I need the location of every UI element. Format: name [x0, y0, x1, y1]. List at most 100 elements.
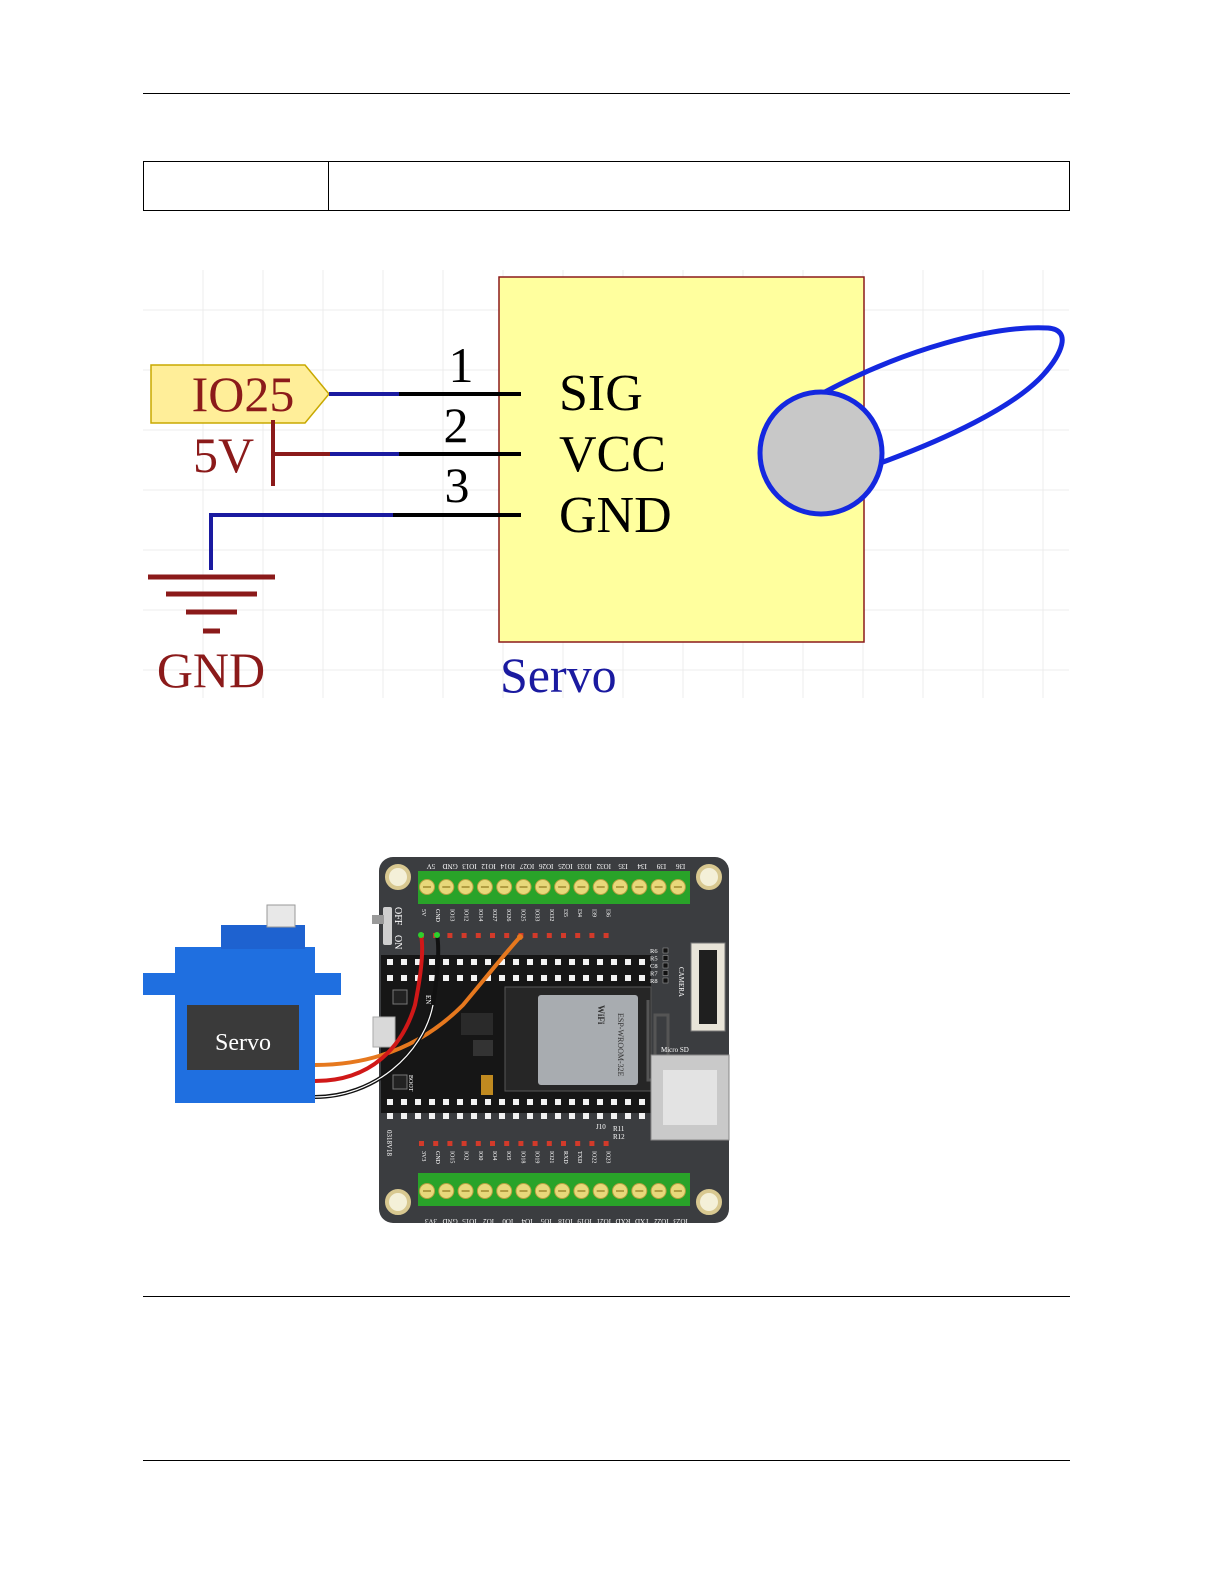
mount-hole-bl: [385, 1189, 411, 1215]
mount-hole-tr: [696, 864, 722, 890]
boot-label: BOOT: [407, 1075, 413, 1092]
devkit-pin: [471, 1099, 477, 1105]
header-pin: [561, 1141, 566, 1146]
terminal-label: IO32: [596, 862, 611, 870]
pin-label: I34: [576, 909, 582, 917]
devkit-regulator: [461, 1013, 493, 1035]
servo-output-shaft: [266, 904, 296, 928]
power-switch-knob[interactable]: [372, 915, 384, 924]
header-pin: [475, 1141, 481, 1146]
header-pin: [546, 933, 552, 938]
resistor-label: R5: [650, 956, 658, 963]
header-pin: [490, 1141, 495, 1146]
header-pin: [490, 933, 495, 938]
devkit-pin: [499, 1113, 505, 1119]
table-cell-left: [144, 162, 329, 210]
devkit-pin: [457, 1099, 463, 1105]
bottom-terminal-screws: [419, 1183, 686, 1199]
terminal-label: IO26: [539, 862, 554, 870]
footer-rule: [143, 1460, 1070, 1461]
pin-2-name: VCC: [559, 426, 666, 483]
devkit-pin: [457, 959, 463, 965]
devkit-pin: [387, 959, 393, 965]
devkit-cap: [481, 1075, 493, 1095]
terminal-label: GND: [443, 862, 458, 870]
pin-label: IO33: [534, 909, 540, 921]
wire-gnd: [209, 513, 393, 570]
pin-label: IO12: [463, 909, 469, 921]
wire-end-ground: [434, 932, 440, 938]
devkit-pin: [429, 959, 435, 965]
top-terminal-screws: [419, 879, 686, 895]
terminal-label: IO33: [577, 862, 592, 870]
power-switch[interactable]: [383, 907, 392, 945]
terminal-label: I34: [637, 862, 647, 870]
servo-horn-disc: [757, 389, 885, 517]
pin-label: IO32: [548, 909, 554, 921]
devkit-pin: [597, 959, 603, 965]
devkit-pin: [527, 959, 533, 965]
devkit-pin: [401, 1113, 407, 1119]
terminal-label: RXD: [616, 1217, 631, 1225]
devkit-pin: [569, 959, 575, 965]
devkit-pin: [625, 1099, 631, 1105]
devkit-pin: [401, 1099, 407, 1105]
board-id-label: 0318V18: [385, 1130, 393, 1157]
header-pin: [603, 1141, 609, 1146]
terminal-label: IO13: [462, 862, 477, 870]
devkit-pin: [513, 1099, 519, 1105]
smd-resistor: [662, 955, 669, 961]
smd-resistor: [662, 977, 669, 984]
pin-label: IO14: [477, 909, 483, 921]
terminal-label: I36: [675, 862, 685, 870]
table-cell-right: [329, 162, 1069, 210]
ground-label: GND: [157, 642, 265, 698]
devkit-pin: [639, 959, 645, 965]
pin-label: IO19: [534, 1151, 540, 1163]
pin-label: GND: [434, 909, 440, 923]
devkit-pin: [625, 959, 631, 965]
terminal-label: I35: [618, 862, 628, 870]
devkit-pin: [415, 959, 421, 965]
terminal-label: IO4: [521, 1217, 532, 1225]
servo-wire-ground-core: [314, 1004, 434, 1098]
pin-label: 3V3: [420, 1151, 426, 1161]
boot-button[interactable]: [392, 1074, 408, 1090]
pin-2-number: 2: [444, 397, 469, 453]
devkit-pin: [569, 975, 575, 981]
devkit-pin: [485, 1099, 491, 1105]
devkit-pin: [611, 959, 617, 965]
j10-label: J10: [596, 1123, 606, 1131]
devkit-pin: [485, 959, 491, 965]
devkit-pin: [541, 975, 547, 981]
pin-label: IO2: [463, 1151, 469, 1160]
devkit-pin-rows: [387, 959, 645, 1119]
terminal-label: IO19: [577, 1217, 592, 1225]
en-button[interactable]: [392, 989, 408, 1005]
terminal-label: IO14: [500, 862, 515, 870]
usb-port[interactable]: [372, 1016, 396, 1048]
header-pin: [433, 1141, 439, 1146]
devkit-pin: [457, 1113, 463, 1119]
pin-label: IO4: [491, 1151, 497, 1160]
devkit-pin: [401, 959, 407, 965]
devkit-pin: [443, 1099, 449, 1105]
devkit-pin: [597, 975, 603, 981]
devkit-pin: [443, 1113, 449, 1119]
devkit-pin: [513, 959, 519, 965]
devkit-pin: [443, 975, 449, 981]
header-pin: [475, 933, 481, 938]
pin-label: IO26: [505, 909, 511, 921]
power-5v-label: 5V: [193, 427, 254, 483]
devkit-pin: [415, 1113, 421, 1119]
terminal-label: IO15: [462, 1217, 477, 1225]
devkit-pin: [597, 1113, 603, 1119]
servo-top-boss: [221, 925, 305, 949]
devkit-pin: [513, 1113, 519, 1119]
terminal-label: TXD: [635, 1217, 649, 1225]
wroom-module-label: ESP-WROOM-32E: [616, 1013, 625, 1077]
terminal-label: IO25: [558, 862, 573, 870]
